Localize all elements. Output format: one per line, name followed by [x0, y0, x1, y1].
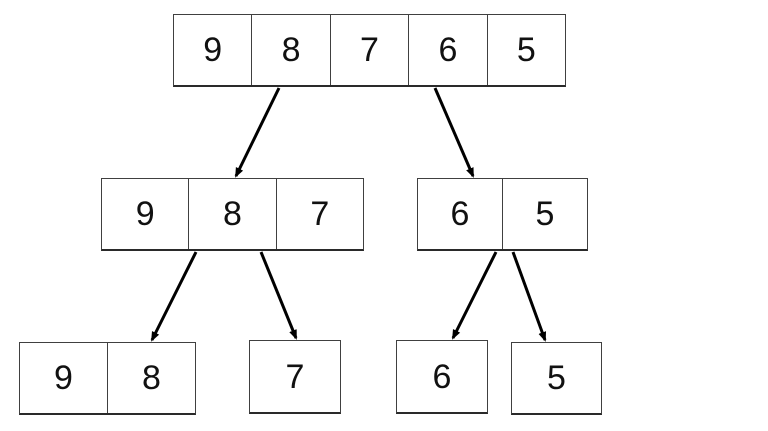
array-cell: 9 [20, 343, 108, 413]
right-right-array: 5 [511, 342, 602, 415]
right-child-array: 6 5 [417, 178, 588, 251]
array-cell: 7 [310, 195, 330, 233]
arrow-right-to-right-left [451, 251, 498, 340]
array-cell: 8 [252, 15, 331, 85]
array-cell: 7 [331, 15, 410, 85]
root-array: 9 8 7 6 5 [173, 14, 566, 87]
array-cell: 5 [535, 195, 555, 233]
arrow-right-to-right-right [511, 251, 547, 342]
array-cell: 6 [432, 357, 452, 396]
left-left-array: 9 8 [19, 342, 196, 415]
right-left-array: 6 [396, 340, 488, 414]
array-cell: 8 [142, 359, 161, 397]
array-cell: 9 [174, 15, 253, 85]
array-cell: 9 [102, 179, 190, 249]
array-cell: 6 [418, 179, 503, 249]
left-right-array: 7 [249, 340, 341, 414]
array-cell: 6 [409, 15, 488, 85]
array-cell: 8 [189, 179, 277, 249]
array-cell: 5 [516, 31, 536, 69]
array-cell: 7 [285, 357, 305, 396]
arrow-root-to-left [234, 87, 281, 178]
arrow-root-to-right [433, 87, 475, 178]
array-cell: 5 [547, 359, 566, 397]
arrow-left-to-left-left [150, 251, 198, 342]
left-child-array: 9 8 7 [101, 178, 364, 251]
arrow-left-to-left-right [259, 251, 298, 340]
